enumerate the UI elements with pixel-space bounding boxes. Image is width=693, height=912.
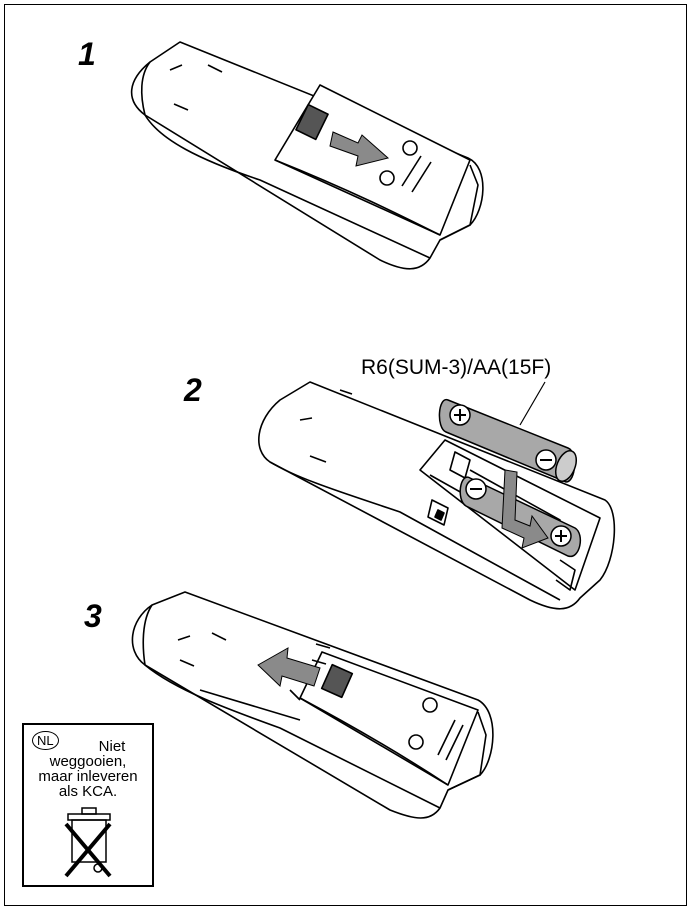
step-number-3: 3 bbox=[84, 598, 102, 634]
nl-line-3: maar inleveren bbox=[38, 768, 138, 785]
step-number-2: 2 bbox=[184, 372, 202, 408]
nl-disposal-notice: NL Niet weggooien, maar inleveren als KC… bbox=[22, 723, 154, 887]
remote-step3 bbox=[131, 591, 494, 819]
nl-line-4: als KCA. bbox=[58, 783, 118, 800]
insert-arrow-icon bbox=[501, 469, 549, 549]
step-number-1: 1 bbox=[78, 36, 96, 72]
nl-line-2: weggooien, bbox=[49, 753, 127, 770]
slide-arrow-icon bbox=[329, 131, 390, 167]
crossed-out-bin-icon bbox=[64, 807, 112, 878]
battery-loose bbox=[438, 381, 578, 483]
nl-badge: NL bbox=[32, 731, 59, 750]
page-frame bbox=[4, 4, 687, 906]
slide-back-arrow-icon bbox=[257, 647, 321, 687]
nl-line-1: Niet bbox=[98, 738, 126, 755]
remote-step1 bbox=[130, 41, 484, 270]
battery-type-label: R6(SUM-3)/AA(15F) bbox=[361, 356, 552, 379]
battery-installed bbox=[459, 476, 582, 557]
remote-step2 bbox=[258, 381, 616, 610]
